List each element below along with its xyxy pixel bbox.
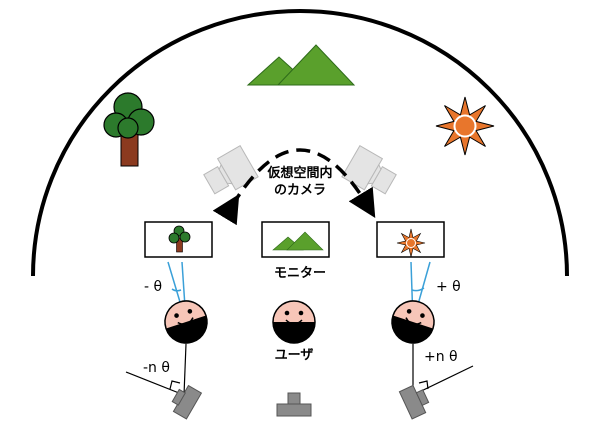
user-label: ユーザ [275, 348, 314, 363]
monitor-left [144, 221, 213, 258]
angle-label-left: - θ [144, 279, 162, 295]
camera-angle-left [125, 343, 187, 396]
camera-rotation-arrow [212, 148, 376, 226]
angle-label-left-n: -n θ [143, 360, 170, 376]
virtual-space-boundary [31, 9, 569, 277]
monitor-label: モニター [274, 266, 326, 281]
physical-camera-center [276, 392, 312, 417]
tree-icon [103, 92, 155, 167]
angle-label-right: + θ [436, 279, 461, 295]
virtual-camera-right [341, 144, 397, 195]
mountain-icon [246, 44, 356, 86]
user-face-left [164, 300, 208, 344]
camera-label-line1: 仮想空間内 [266, 165, 332, 181]
physical-camera-right [398, 384, 430, 420]
virtual-camera-left [203, 144, 259, 195]
user-face-center [272, 300, 316, 344]
monitor-right [376, 221, 445, 258]
camera-label-line2: のカメラ [274, 183, 326, 198]
user-face-right [391, 300, 435, 344]
physical-camera-left [171, 384, 203, 420]
monitor-center [261, 221, 330, 258]
sun-icon [435, 96, 495, 156]
angle-label-right-n: +n θ [424, 349, 458, 365]
